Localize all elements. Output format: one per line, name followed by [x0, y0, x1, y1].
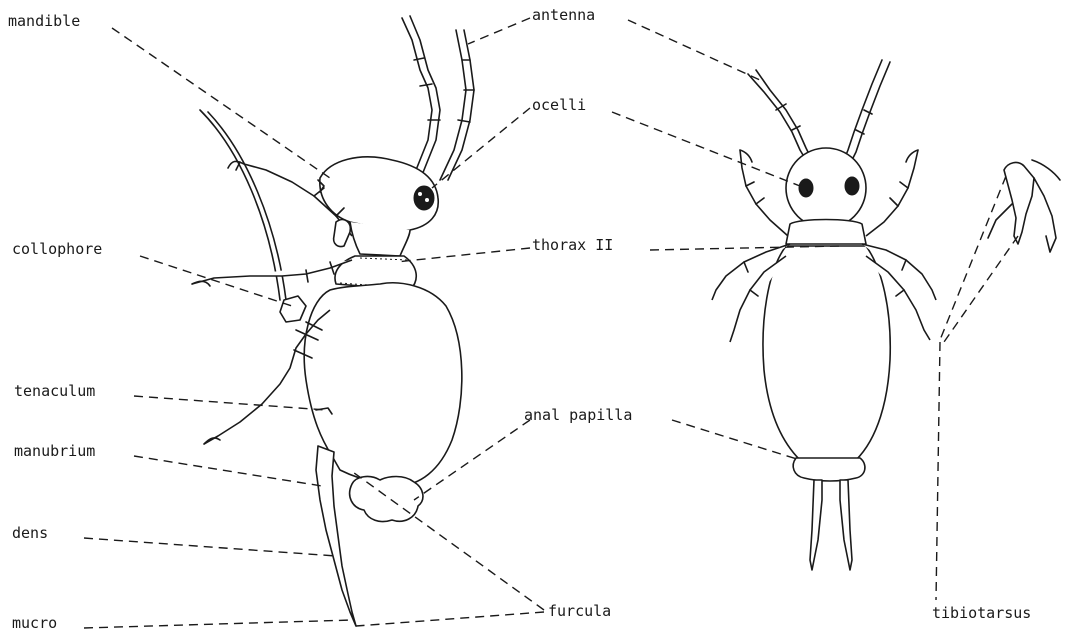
dorsal-ocellus-right: [845, 177, 859, 195]
label-antenna: antenna: [532, 6, 595, 24]
lateral-eye-patch: [414, 186, 434, 210]
dorsal-antennae: [748, 60, 890, 160]
lateral-antennae: [402, 16, 474, 180]
dorsal-furcula: [810, 480, 822, 570]
label-tibiotarsus: tibiotarsus: [932, 604, 1031, 622]
lateral-view-springtail: [192, 16, 474, 626]
label-manubrium: manubrium: [14, 442, 95, 460]
label-tenaculum: tenaculum: [14, 382, 95, 400]
dorsal-abdomen: [763, 246, 890, 460]
label-mandible: mandible: [8, 12, 80, 30]
dorsal-view-springtail: [712, 60, 936, 570]
label-collophore: collophore: [12, 240, 102, 258]
label-furcula: furcula: [548, 602, 611, 620]
label-dens: dens: [12, 524, 48, 542]
label-thorax: thorax II: [532, 236, 613, 254]
tibiotarsus-detail: [988, 160, 1060, 252]
lateral-anal-papilla: [350, 477, 423, 522]
label-anal-papilla: anal papilla: [524, 406, 632, 424]
dorsal-thorax: [786, 220, 866, 245]
dorsal-anal-papilla: [793, 458, 865, 481]
label-mucro: mucro: [12, 614, 57, 632]
label-ocelli: ocelli: [532, 96, 586, 114]
lateral-collophore: [280, 296, 306, 322]
dorsal-ocellus-left: [799, 179, 813, 197]
